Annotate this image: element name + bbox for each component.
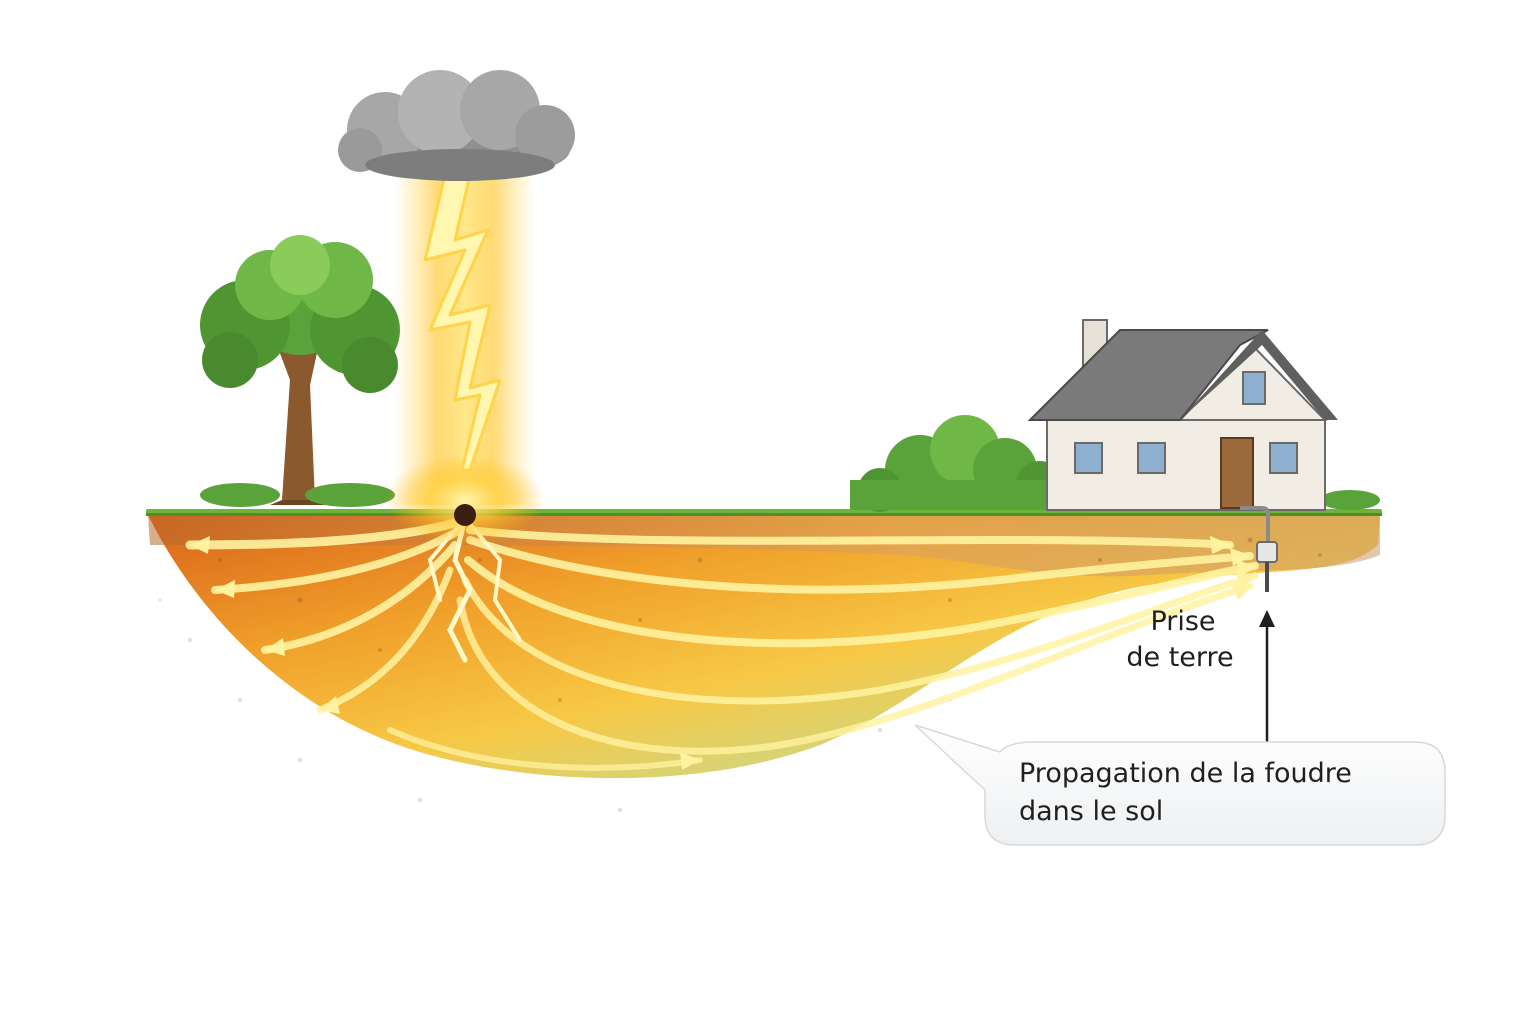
ground-electrode-label: Prise de terre bbox=[1126, 606, 1233, 673]
bush-icon bbox=[850, 415, 1380, 512]
impact-point-icon bbox=[454, 504, 476, 526]
tree-icon bbox=[200, 235, 400, 507]
callout-line1: Propagation de la foudre bbox=[1019, 758, 1352, 789]
arrowheads bbox=[190, 536, 1257, 770]
ground-rod-icon bbox=[1240, 506, 1278, 592]
current-flow-arrows bbox=[185, 515, 1259, 771]
ground-electrode-label-line2: de terre bbox=[1126, 642, 1233, 673]
house-icon bbox=[1027, 319, 1338, 511]
ground-electrode-label-line1: Prise bbox=[1150, 606, 1215, 637]
lightning-icon bbox=[423, 173, 502, 472]
callout-line2: dans le sol bbox=[1019, 796, 1164, 827]
cloud-icon bbox=[338, 70, 575, 181]
ground-electrode-pointer bbox=[1259, 610, 1275, 742]
callout-bubble bbox=[914, 724, 1446, 846]
lightning-glow bbox=[385, 170, 545, 545]
callout-text: Propagation de la foudre dans le sol bbox=[985, 742, 1445, 844]
